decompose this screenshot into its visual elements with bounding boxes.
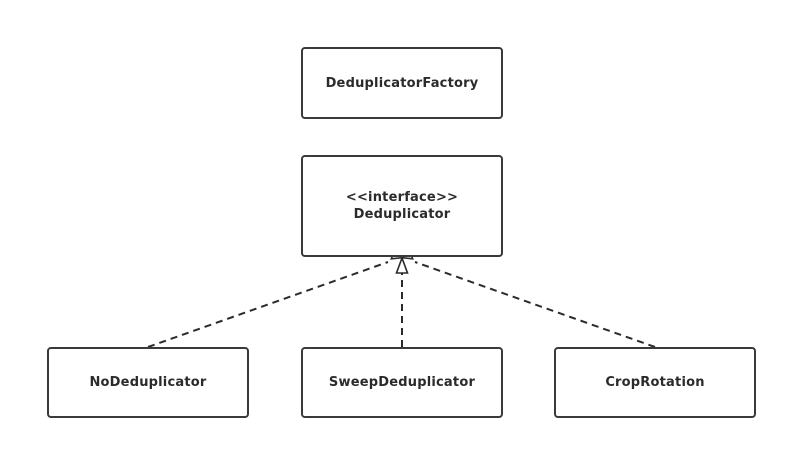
interface-stereotype: <<interface>> (345, 190, 459, 205)
class-name: NoDeduplicator (89, 375, 207, 390)
class-box-crop-rotation: CropRotation (554, 347, 756, 418)
class-name: DeduplicatorFactory (325, 75, 479, 91)
class-name: SweepDeduplicator (328, 375, 476, 390)
class-box-deduplicator-factory: DeduplicatorFactory (301, 47, 503, 119)
class-box-no-deduplicator: NoDeduplicator (47, 347, 249, 418)
realization-line-croprotation (414, 261, 656, 348)
class-name: CropRotation (605, 375, 705, 390)
class-box-sweep-deduplicator: SweepDeduplicator (301, 347, 503, 418)
interface-name: Deduplicator (353, 207, 451, 222)
realization-line-nodeduplicator (147, 261, 389, 348)
interface-box-deduplicator: <<interface>> Deduplicator (301, 155, 503, 257)
realization-arrowhead-center (395, 255, 409, 274)
